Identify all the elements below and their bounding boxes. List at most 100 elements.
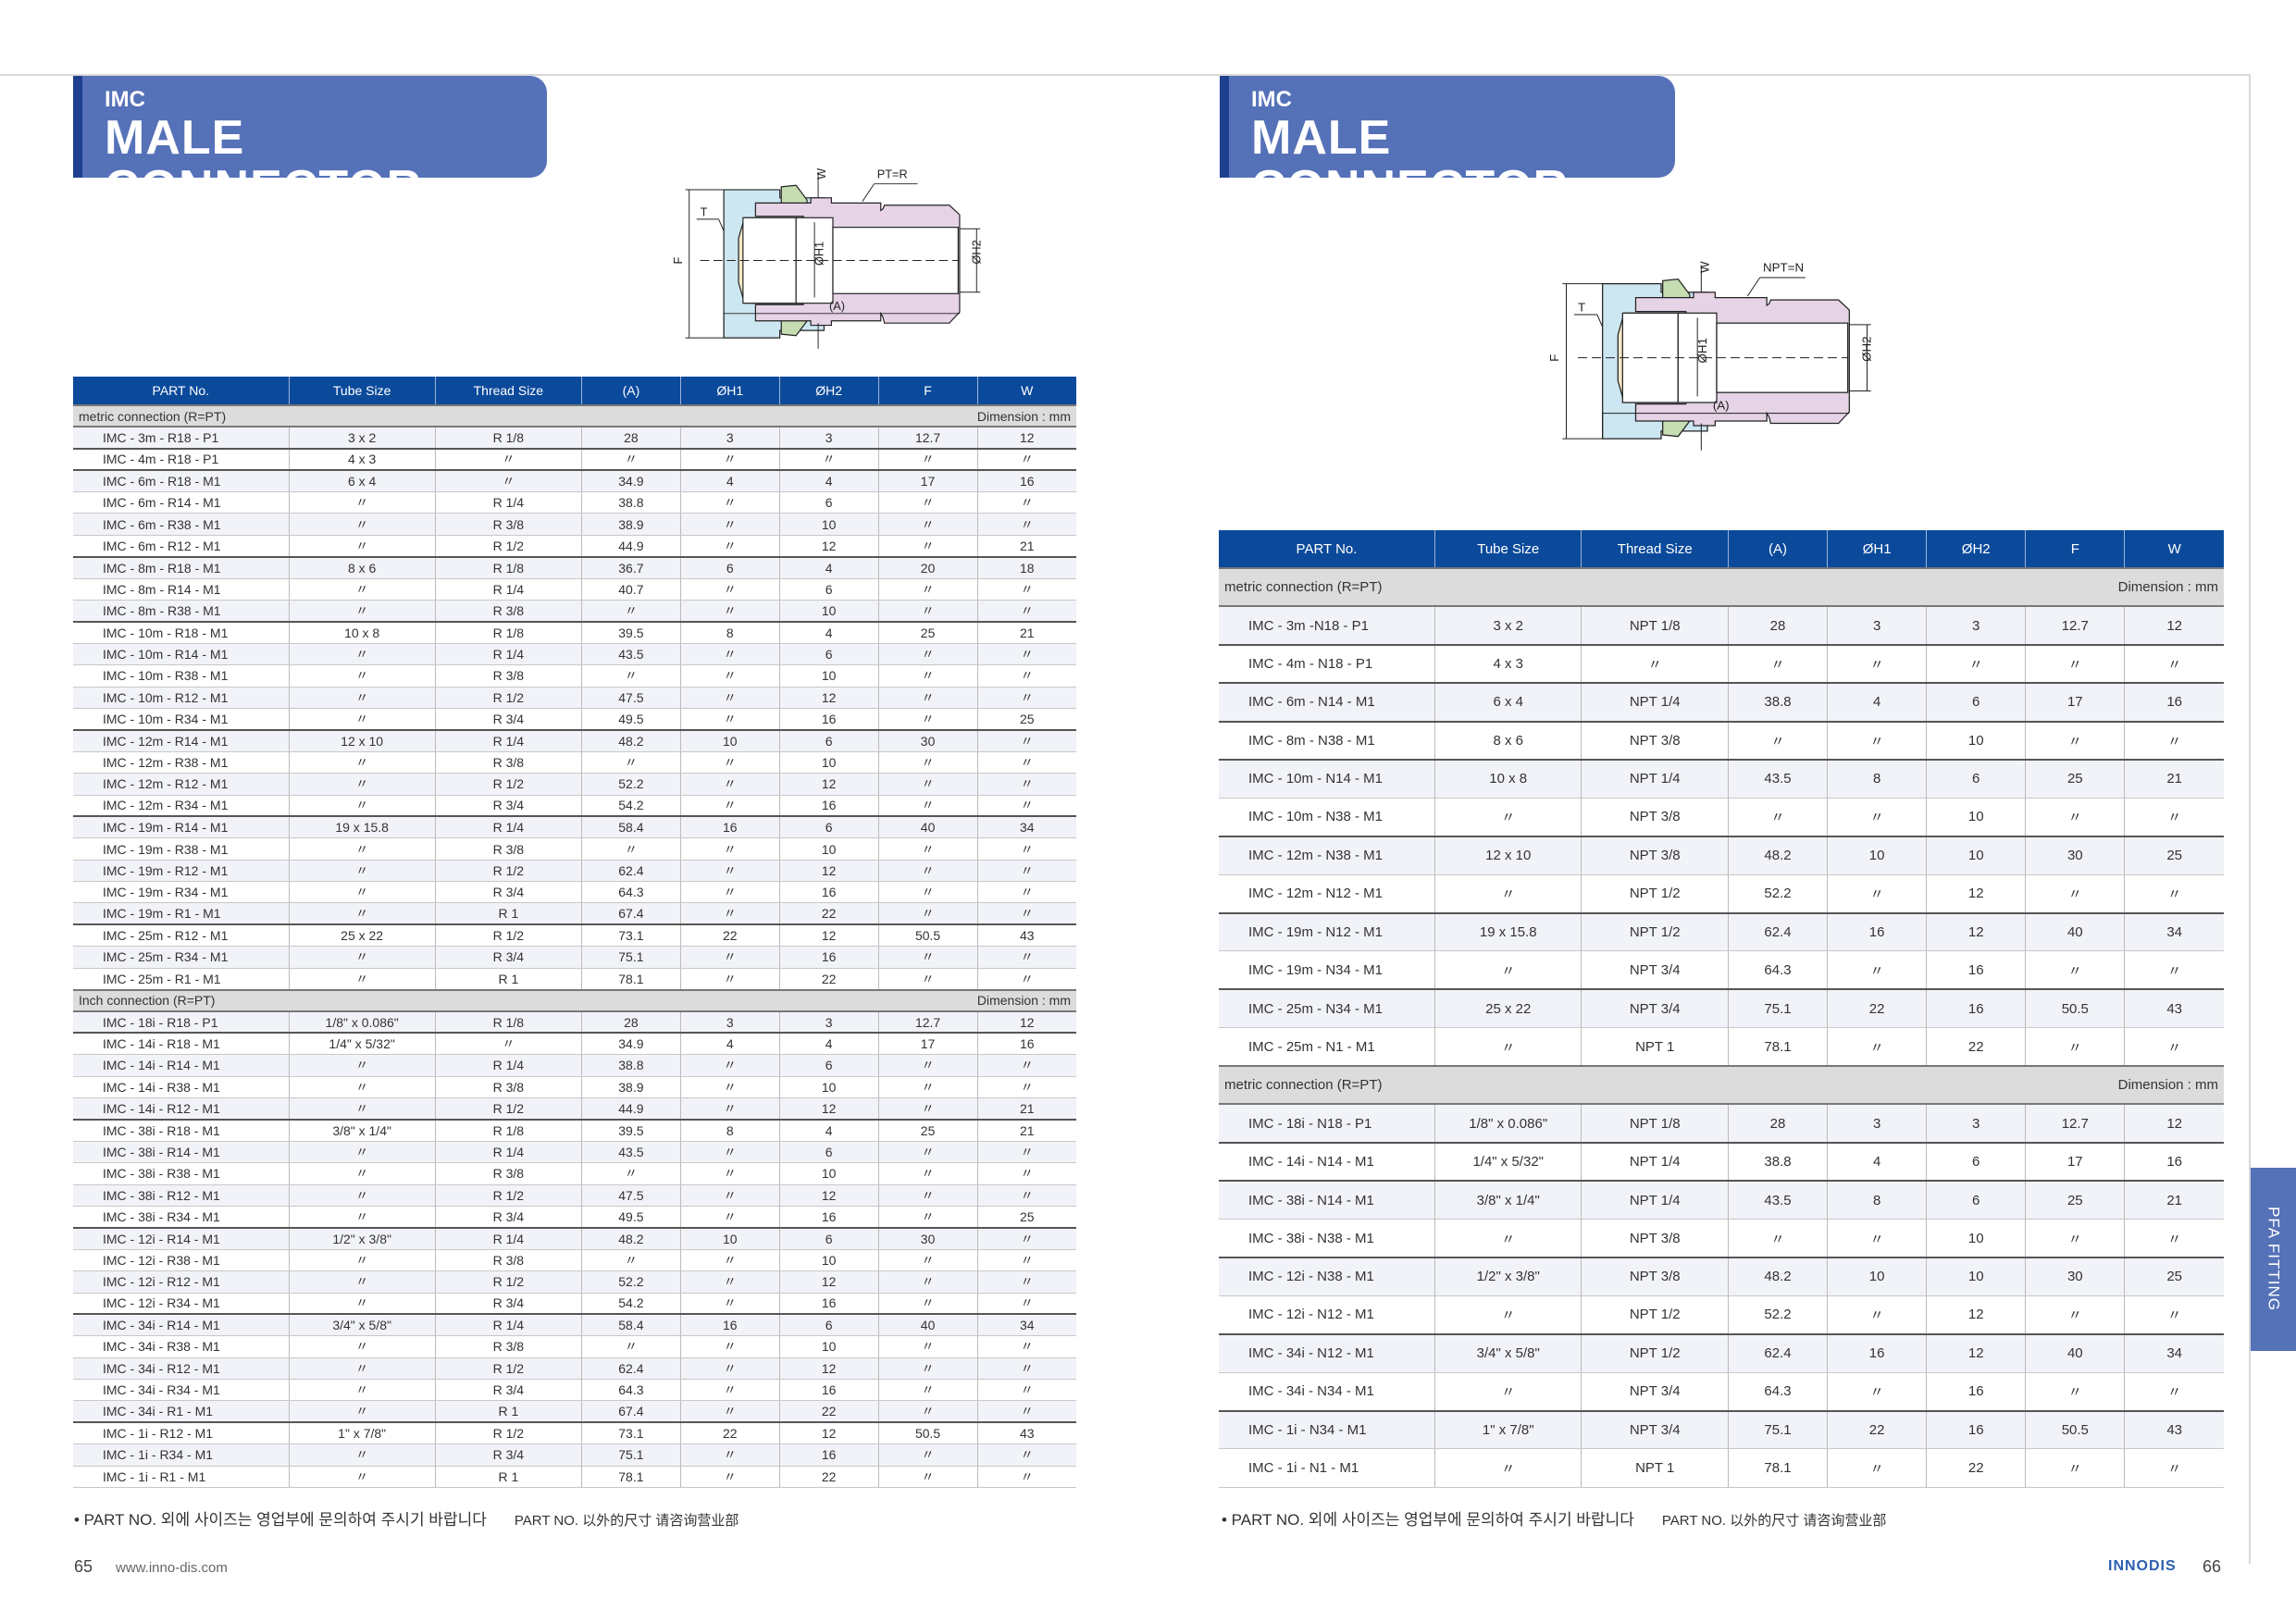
cell-value: R 3/8 — [434, 1249, 582, 1272]
a-label: (A) — [829, 299, 845, 313]
cell-value: NPT 1/2 — [1581, 874, 1729, 914]
cell-value: 52.2 — [1727, 874, 1828, 914]
cell-value: 〃 — [2025, 950, 2125, 990]
cell-value: 〃 — [288, 946, 436, 969]
page-number-left: 65 — [74, 1557, 93, 1576]
cell-value: 〃 — [1727, 720, 1828, 761]
cell-value: 〃 — [1827, 1372, 1927, 1412]
cell-value: 6 — [778, 643, 879, 666]
cell-value: 34 — [2124, 911, 2224, 952]
right-divider — [2249, 74, 2251, 1564]
cell-value: 〃 — [288, 491, 436, 514]
cell-value: 78.1 — [580, 1466, 681, 1489]
cell-value: 12 — [1926, 1295, 2026, 1335]
cell-value: 〃 — [976, 860, 1076, 883]
cell-value: 〃 — [288, 1141, 436, 1164]
cell-part-no: IMC - 19m - N34 - M1 — [1219, 950, 1435, 990]
cell-value: 10 — [778, 664, 879, 688]
cell-value: R 3/8 — [434, 600, 582, 623]
left-title-box: IMC MALE CONNECTOR — [73, 76, 547, 213]
cell-value: 16 — [778, 1443, 879, 1467]
cell-value: 64.3 — [580, 881, 681, 904]
cell-part-no: IMC - 34i - N12 - M1 — [1219, 1332, 1435, 1373]
cell-part-no: IMC - 12m - R38 - M1 — [73, 751, 290, 774]
cell-value: 〃 — [976, 795, 1076, 817]
table-row: IMC - 8m - R38 - M1〃R 3/8〃〃10〃〃 — [73, 600, 1076, 623]
cell-value: 〃 — [976, 1162, 1076, 1185]
cell-part-no: IMC - 12i - N12 - M1 — [1219, 1295, 1435, 1335]
cell-value: 8 — [1827, 1180, 1927, 1220]
cell-value: 〃 — [679, 1357, 780, 1381]
cell-value: NPT 3/8 — [1581, 1257, 1729, 1296]
column-header: (A) — [1727, 530, 1828, 568]
cell-value: 〃 — [976, 1249, 1076, 1272]
cell-value: 〃 — [976, 600, 1076, 623]
cell-part-no: IMC - 19m - R34 - M1 — [73, 881, 290, 904]
cell-value: R 3/4 — [434, 1443, 582, 1467]
cell-value: 44.9 — [580, 535, 681, 558]
cell-value: 〃 — [877, 860, 978, 883]
cell-value: 〃 — [288, 1184, 436, 1207]
cell-value: 16 — [1926, 988, 2026, 1029]
cell-part-no: IMC - 34i - N34 - M1 — [1219, 1372, 1435, 1412]
cell-value: 〃 — [1827, 643, 1927, 684]
side-tab-pfa-fitting[interactable]: PFA FITTING — [2251, 1168, 2296, 1351]
cell-value: NPT 3/8 — [1581, 1219, 1729, 1258]
cell-value: 6 — [778, 578, 879, 601]
cell-value: 〃 — [1827, 950, 1927, 990]
cell-value: 〃 — [976, 1400, 1076, 1423]
cell-value: 〃 — [288, 643, 436, 666]
cell-value: 4 — [679, 469, 780, 493]
cell-value: 10 — [679, 1226, 780, 1250]
cell-value: 〃 — [288, 1379, 436, 1402]
cell-part-no: IMC - 12m - N12 - M1 — [1219, 874, 1435, 914]
cell-value: 34.9 — [580, 469, 681, 493]
cell-value: 8 — [679, 620, 780, 644]
cell-value: 10 — [778, 1162, 879, 1185]
cell-value: 28 — [580, 1010, 681, 1034]
cell-value: 〃 — [2124, 1448, 2224, 1488]
cell-part-no: IMC - 6m - R18 - M1 — [73, 469, 290, 493]
cell-value: 〃 — [288, 881, 436, 904]
website-link[interactable]: www.inno-dis.com — [116, 1560, 228, 1576]
column-header: W — [2124, 530, 2224, 568]
cell-value: R 3/4 — [434, 946, 582, 969]
section-label: metric connection (R=PT) — [1224, 579, 1383, 596]
cell-value: 〃 — [877, 578, 978, 601]
cell-value: 〃 — [679, 491, 780, 514]
cell-value: 21 — [976, 1097, 1076, 1121]
cell-value: 〃 — [877, 687, 978, 709]
cell-value: 12 — [778, 687, 879, 709]
section-label: metric connection (R=PT) — [1224, 1077, 1383, 1094]
h1-label: ØH1 — [1695, 338, 1709, 363]
cell-value: 1/4" x 5/32" — [1433, 1141, 1582, 1182]
cell-value: 〃 — [679, 1206, 780, 1229]
h2-label: ØH2 — [1860, 336, 1874, 361]
cell-value: 〃 — [877, 968, 978, 991]
cell-value: 〃 — [434, 469, 582, 493]
cell-value: 6 — [778, 1313, 879, 1337]
cell-value: 〃 — [1827, 720, 1927, 761]
cell-value: 〃 — [976, 687, 1076, 709]
cell-value: 10 — [1926, 835, 2026, 875]
cell-value: 〃 — [288, 1400, 436, 1423]
cell-value: 〃 — [2124, 1295, 2224, 1335]
cell-value: 64.3 — [1727, 1372, 1828, 1412]
cell-value: 10 x 8 — [288, 620, 436, 644]
cell-value: 73.1 — [580, 923, 681, 948]
cell-value: 〃 — [2124, 643, 2224, 684]
cell-value: 54.2 — [580, 1293, 681, 1315]
column-header: F — [877, 377, 978, 405]
